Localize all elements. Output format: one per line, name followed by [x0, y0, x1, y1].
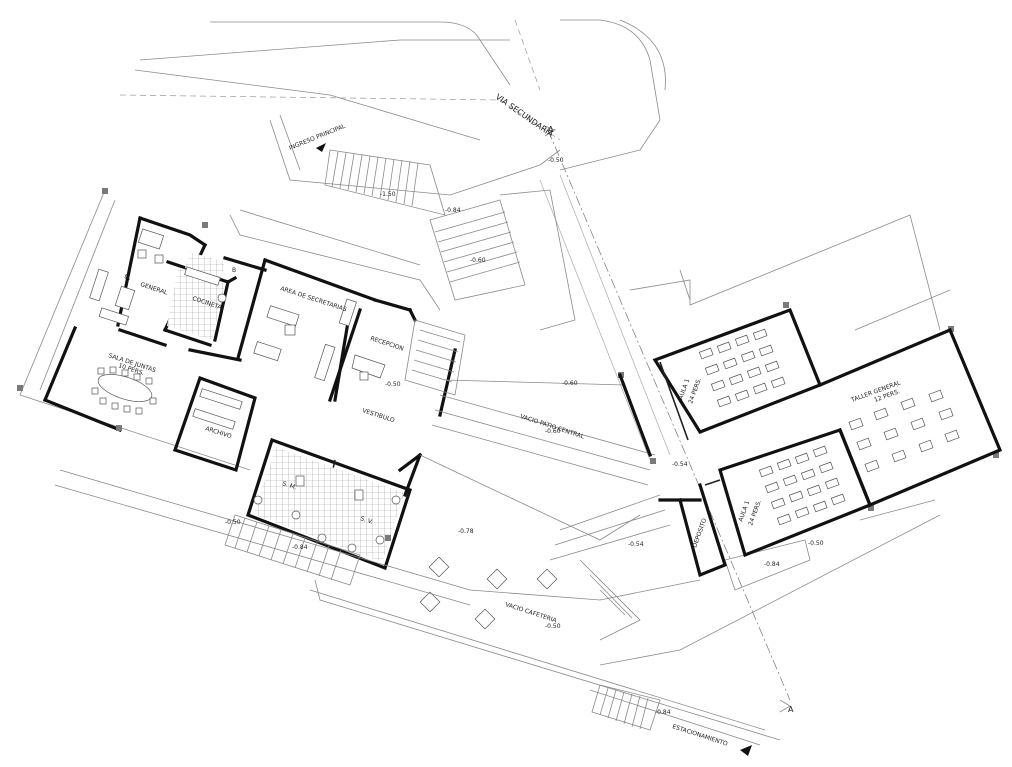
label-d-general-1: D.: [123, 273, 131, 282]
entry-stairs: [324, 149, 576, 331]
label-vacio-cafeteria: VACIO CAFETERIA: [504, 601, 558, 624]
structural-columns: [17, 188, 999, 541]
classroom-building: [629, 214, 1003, 578]
level-mark: -1.50: [380, 191, 396, 198]
level-mark: -0.50: [808, 540, 824, 547]
cafeteria-tables: [419, 556, 558, 630]
label-estacionamiento: ESTACIONAMIENTO: [671, 723, 728, 748]
aula-bottom-desks: [758, 445, 846, 526]
label-ss-v: S. V.: [359, 515, 373, 526]
label-b: B: [232, 267, 236, 274]
level-mark: -0.54: [672, 461, 688, 468]
level-mark: -0.60: [470, 257, 486, 264]
tiled-areas: [167, 252, 404, 562]
level-mark: -0.84: [292, 544, 308, 551]
admin-furniture: [89, 228, 466, 553]
taller-benches: [848, 389, 960, 473]
section-a-top: A: [548, 125, 554, 134]
label-area-secretarias: AREA DE SECRETARIAS: [279, 285, 347, 313]
level-mark: -0.84: [655, 709, 671, 716]
level-mark: -0.50: [225, 519, 241, 526]
level-marks: -0.50 -1.50 -0.84 -0.60 -0.50 -0.60 -0.6…: [225, 157, 824, 716]
site-lower-lines: [54, 469, 941, 746]
level-mark: -0.84: [445, 207, 461, 214]
label-ss-m: S. M.: [281, 480, 297, 491]
level-mark: -0.50: [385, 381, 401, 388]
aula-top-desks: [698, 328, 786, 408]
section-markers: [316, 125, 791, 756]
site-road-lines: [119, 19, 791, 701]
label-deposito: DEPOSITO: [691, 517, 708, 549]
level-mark: -0.60: [545, 428, 561, 435]
label-d-general-2: GENERAL: [139, 281, 169, 297]
section-a-bottom: A: [788, 705, 794, 714]
level-mark: -0.54: [628, 541, 644, 548]
level-mark: -0.78: [458, 528, 474, 535]
level-mark: -0.50: [545, 623, 561, 630]
road-label-via-secundaria: VIA SECUNDARIA: [494, 92, 556, 139]
label-recepcion: RECEPCION: [369, 335, 404, 352]
level-mark: -0.60: [562, 380, 578, 387]
patio-ramps: [419, 372, 702, 641]
label-vestibulo: VESTIBULO: [361, 407, 395, 424]
level-mark: -0.50: [548, 157, 564, 164]
level-mark: -0.84: [764, 561, 780, 568]
